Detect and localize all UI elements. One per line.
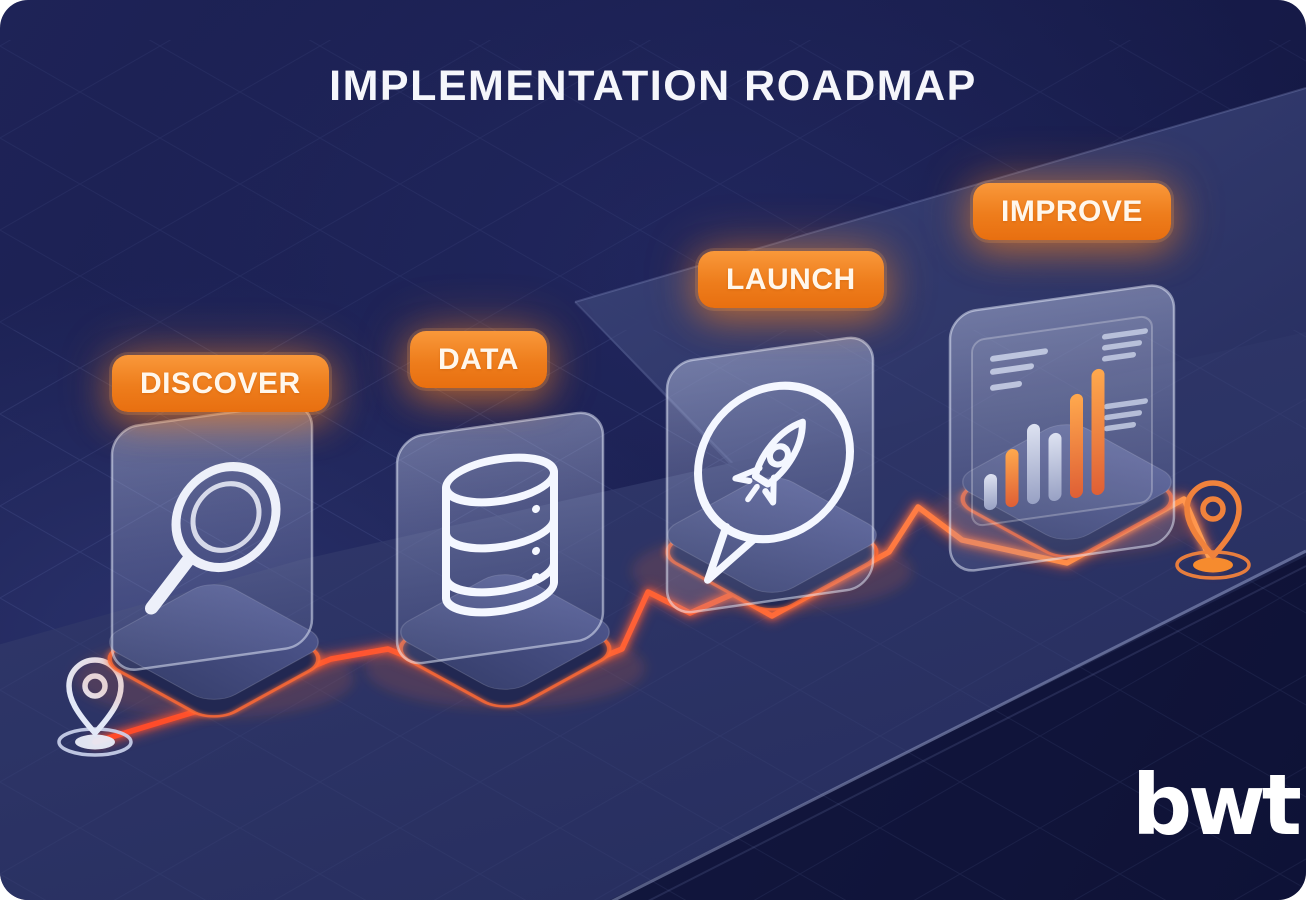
stage-label-data: DATA xyxy=(410,331,547,388)
stage-label-launch: LAUNCH xyxy=(698,251,884,308)
magnifier-icon xyxy=(145,461,281,615)
bar-chart-bars xyxy=(984,368,1105,511)
analytics-screen-icon xyxy=(971,315,1153,527)
location-pin-end xyxy=(1175,480,1251,580)
rocket-speech-bubble-icon xyxy=(694,381,854,584)
glass-panel-data xyxy=(395,411,605,665)
brand-logo: bwt. xyxy=(1132,756,1306,854)
glass-panel-discover xyxy=(110,403,314,671)
stage-label-discover: DISCOVER xyxy=(112,355,329,412)
glass-panel-launch xyxy=(665,336,875,614)
database-icon xyxy=(442,453,558,617)
glass-panel-improve xyxy=(948,284,1176,572)
page-title: IMPLEMENTATION ROADMAP xyxy=(329,62,977,110)
stage-label-improve: IMPROVE xyxy=(973,183,1171,240)
